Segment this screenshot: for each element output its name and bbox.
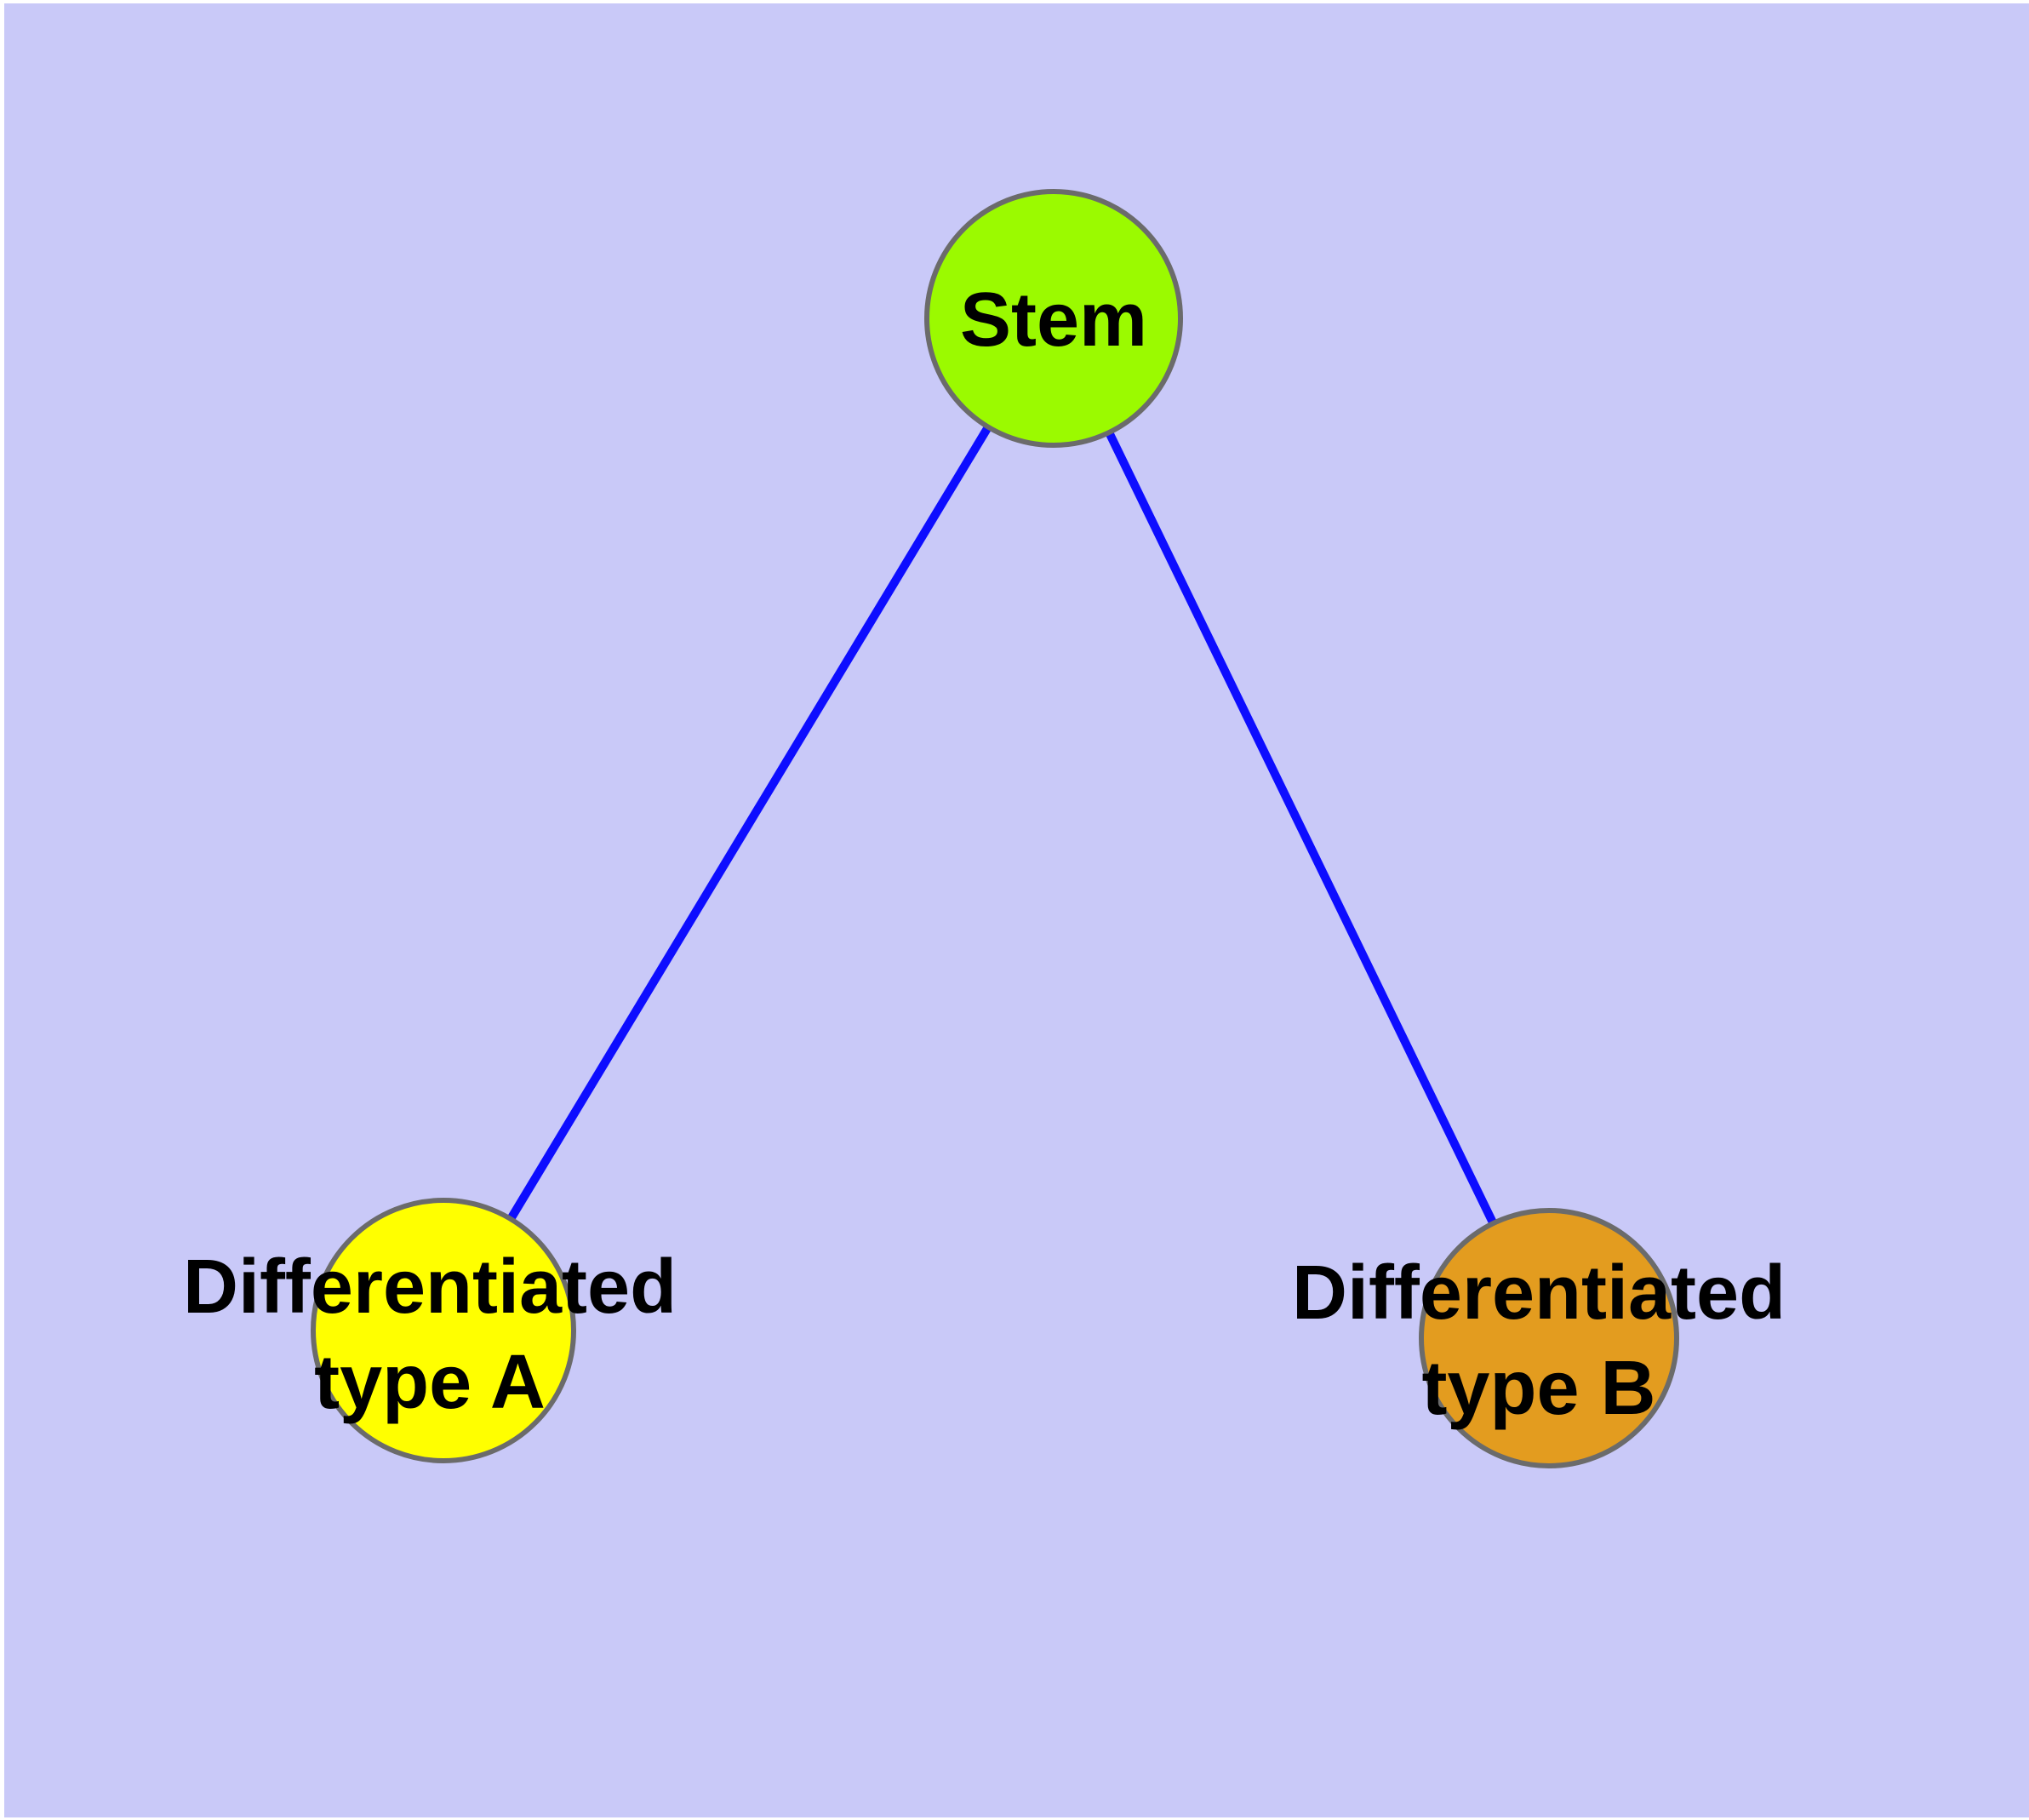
node-type-b-label: Differentiated type B (1291, 1251, 1786, 1431)
node-type-a-label: Differentiated type A (182, 1245, 677, 1425)
node-stem-circle (924, 189, 1183, 448)
node-stem-label: Stem (959, 278, 1148, 363)
edge-stem-to-type-b (1049, 316, 1553, 1341)
node-type-a-circle (311, 1198, 576, 1463)
node-type-b-circle (1419, 1208, 1679, 1468)
edge-stem-to-type-a (439, 316, 1058, 1333)
